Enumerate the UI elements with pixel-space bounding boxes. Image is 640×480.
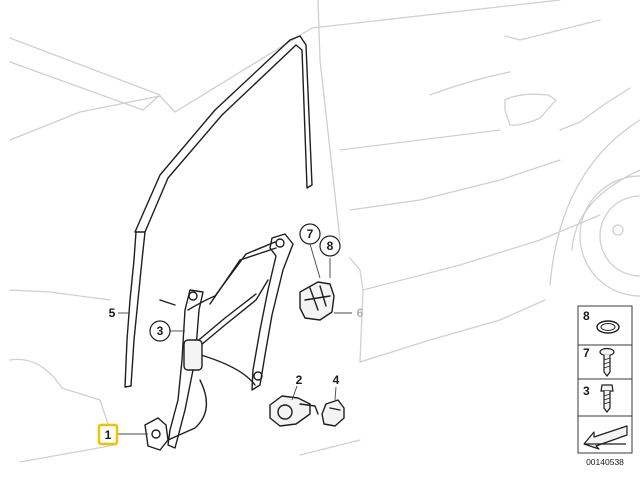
- callout-1-label: 1: [105, 428, 112, 442]
- o-ring-icon: [596, 320, 620, 334]
- callout-2-label: 2: [296, 373, 303, 387]
- motor-connector: [321, 399, 345, 427]
- legend-item-7-number: 7: [583, 346, 590, 360]
- callout-6-label: 6: [357, 306, 364, 320]
- door-bracket: [299, 281, 335, 321]
- legend-item-3-number: 3: [583, 384, 590, 398]
- legend-panel: 8 7 3: [577, 305, 633, 467]
- leader-lines: [117, 243, 352, 435]
- callout-4-label: 4: [333, 373, 340, 387]
- callout-2[interactable]: 2: [296, 373, 303, 387]
- window-guide-rail: [124, 35, 313, 388]
- callout-3-label: 3: [157, 324, 164, 338]
- callout-6[interactable]: 6: [357, 306, 364, 320]
- orientation-arrow-icon: [583, 425, 628, 450]
- screw-icon: [599, 347, 615, 377]
- callout-5[interactable]: 5: [109, 306, 116, 320]
- legend-item-8-number: 8: [583, 309, 590, 323]
- callout-5-label: 5: [109, 306, 116, 320]
- window-motor: [269, 395, 319, 427]
- callout-8[interactable]: 8: [319, 235, 341, 257]
- legend-item-7: 7: [583, 346, 615, 377]
- legend-item-3: 3: [583, 384, 614, 413]
- callout-7[interactable]: 7: [299, 223, 321, 245]
- document-id: 00140538: [586, 457, 624, 467]
- car-body-outline: [9, 0, 640, 463]
- callout-3[interactable]: 3: [149, 320, 171, 342]
- callout-7-label: 7: [307, 227, 314, 241]
- callout-1[interactable]: 1: [97, 423, 119, 446]
- legend-item-8: 8: [583, 309, 620, 334]
- bolt-icon: [600, 384, 614, 413]
- window-regulator: [144, 233, 294, 451]
- callout-4[interactable]: 4: [333, 373, 340, 387]
- callout-8-label: 8: [327, 239, 334, 253]
